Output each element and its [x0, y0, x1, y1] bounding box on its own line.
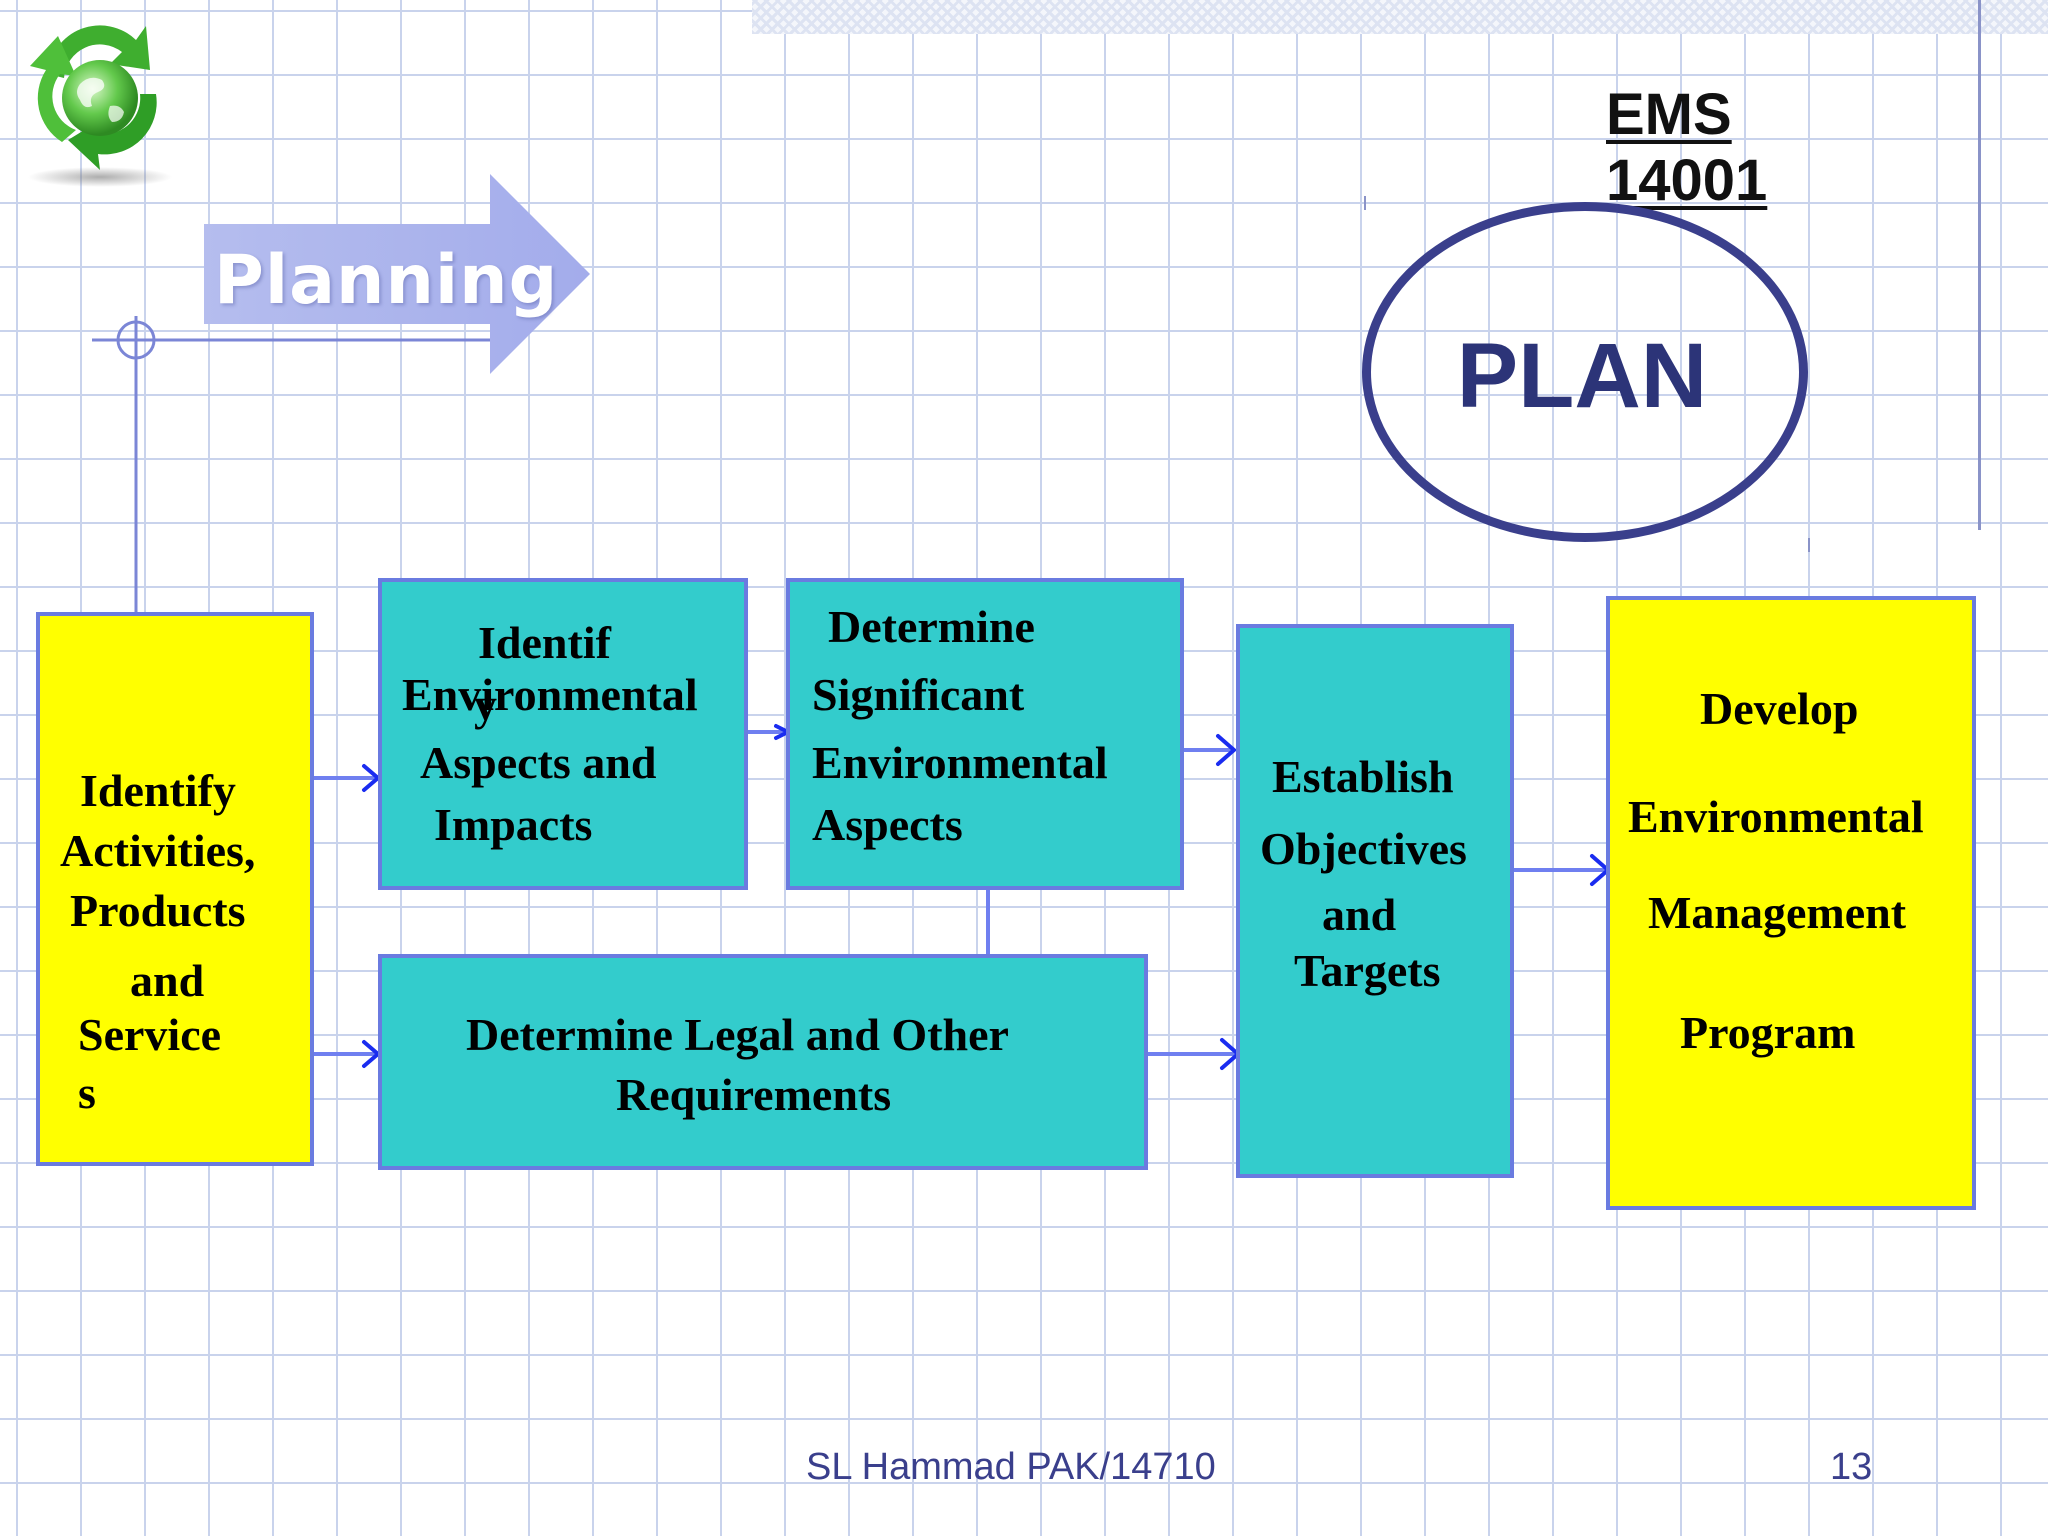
box-text-line: Identify [80, 765, 236, 816]
ems-badge-line1: EMS [1606, 82, 1732, 147]
box-text-line: Environmental [402, 669, 698, 720]
box-text-line: Objectives [1260, 823, 1467, 874]
box-text-line: Environmental [1628, 791, 1924, 842]
planning-arrow-shape [204, 174, 590, 374]
box-objectives-targets: Establish Objectives and Targets [1236, 624, 1514, 1178]
box-text-line: Requirements [616, 1069, 892, 1120]
box-text-line: Identif [478, 617, 611, 668]
box-text-line: Establish [1272, 751, 1454, 802]
box-text-line: and [130, 955, 205, 1006]
box-text-line: y [474, 679, 497, 730]
ems-badge-line2: 14001 [1606, 148, 1768, 213]
box-text-line: Impacts [434, 799, 593, 850]
tick-mark [1364, 196, 1366, 210]
box-text-line: Develop [1700, 683, 1859, 734]
box-management-program: Develop Environmental Management Program [1606, 596, 1976, 1210]
box-legal-requirements: Determine Legal and Other Requirements [378, 954, 1148, 1170]
top-pattern-band [752, 0, 2048, 34]
page-number: 13 [1830, 1446, 1873, 1488]
box-text-line: Aspects and [420, 737, 657, 788]
recycle-globe-icon [28, 25, 172, 187]
box-significant-aspects: Determine Significant Environmental Aspe… [786, 578, 1184, 890]
footer-author: SL Hammad PAK/14710 [806, 1446, 1216, 1488]
plan-label: PLAN [1456, 324, 1708, 427]
box-text-line: Targets [1294, 945, 1441, 996]
right-rule [1978, 0, 1981, 530]
box-text-line: and [1322, 889, 1397, 940]
box-identify-aspects: Identif y Environmental Aspects and Impa… [378, 578, 748, 890]
box-text-line: s [78, 1067, 96, 1118]
ems-badge: EMS 14001 [1606, 82, 1846, 214]
planning-arrow-label: Planning [214, 241, 559, 320]
box-text-line: Determine [828, 601, 1035, 652]
box-text-line: Aspects [812, 799, 963, 850]
plan-oval: PLAN [1362, 202, 1808, 542]
box-text-line: Program [1680, 1007, 1856, 1058]
box-text-line: Service [78, 1009, 222, 1060]
box-text-line: Activities, [60, 825, 256, 876]
tick-mark [1808, 538, 1810, 552]
box-text-line: Significant [812, 669, 1025, 720]
box-text-line: Determine Legal and Other [466, 1009, 1009, 1060]
box-identify-activities: Identify Activities, Products and Servic… [36, 612, 314, 1166]
box-text-line: Environmental [812, 737, 1108, 788]
box-text-line: Products [70, 885, 246, 936]
box-text-line: Management [1648, 887, 1907, 938]
